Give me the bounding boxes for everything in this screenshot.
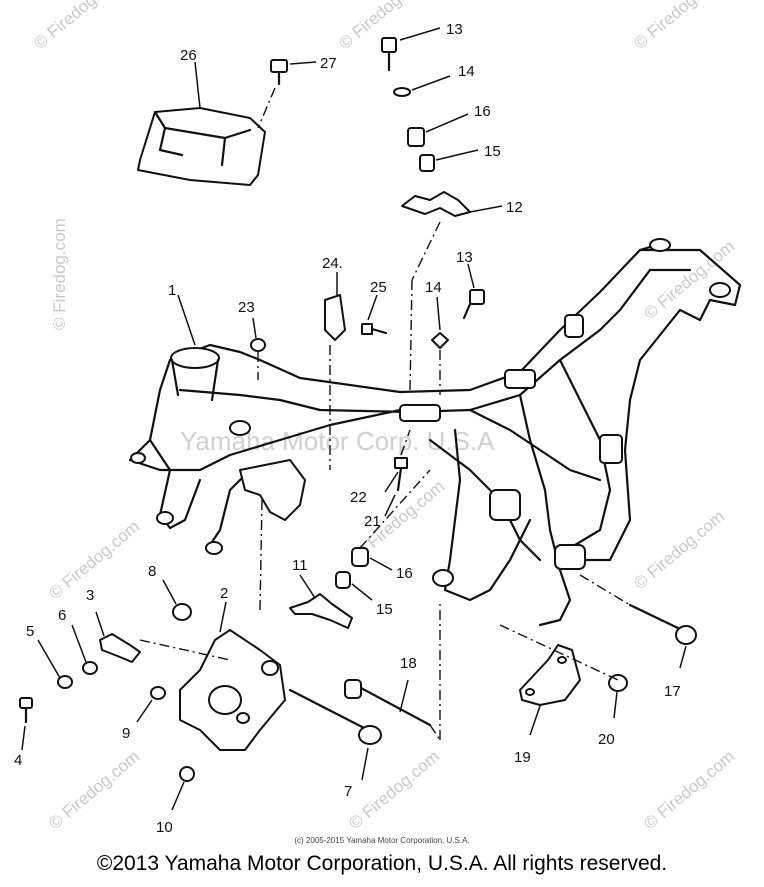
callout-23: 23: [238, 299, 255, 316]
callout-25: 25: [370, 279, 387, 296]
bolt-parts-23-13-14: [250, 263, 485, 395]
callout-4: 4: [14, 752, 22, 769]
callout-24: 24.: [322, 255, 343, 272]
cover-part-26: [137, 61, 266, 186]
copyright-small: (c) 2005-2015 Yamaha Motor Corporation, …: [294, 836, 470, 845]
watermark-top-left: © Firedog.com: [30, 0, 128, 53]
callout-16a: 16: [474, 103, 491, 120]
leader-part-1: [177, 294, 196, 346]
callout-15b: 15: [376, 601, 393, 618]
bracket-part-2: [139, 601, 286, 751]
bolt-part-18: [344, 600, 441, 741]
callout-labels: 1 2 3 4 5 6 7 8 9 10 11 12 13 13 14 14 1…: [14, 21, 681, 836]
callout-11: 11: [292, 557, 308, 574]
watermark-bottom-left: © Firedog.com: [45, 747, 143, 833]
callout-13a: 13: [446, 21, 463, 38]
small-parts-3-4-5-6: [19, 611, 141, 751]
watermark-bottom-mid: © Firedog.com: [345, 747, 443, 833]
bolt-part-27: [257, 59, 317, 129]
callout-21: 21: [364, 513, 381, 530]
callout-1: 1: [168, 282, 176, 299]
callout-22: 22: [350, 489, 367, 506]
callout-19: 19: [514, 749, 531, 766]
watermark-right-low: © Firedog.com: [630, 507, 728, 593]
bolt-part-7: [259, 499, 382, 781]
copyright-main: ©2013 Yamaha Motor Corporation, U.S.A. A…: [96, 852, 668, 875]
watermark-group: Yamaha Motor Corp. U.S.A © Firedog.com ©…: [30, 0, 738, 833]
callout-15a: 15: [484, 143, 501, 160]
callout-14b: 14: [425, 279, 442, 296]
callout-20: 20: [598, 731, 615, 748]
callout-16b: 16: [396, 565, 413, 582]
callout-8: 8: [148, 563, 156, 580]
bracket-part-24: [324, 272, 388, 470]
callout-3: 3: [86, 587, 94, 604]
callout-17: 17: [664, 683, 681, 700]
callout-26: 26: [180, 47, 197, 64]
callout-13b: 13: [456, 249, 473, 266]
plate-part-19: [499, 624, 628, 736]
bracket-part-11: [289, 574, 353, 629]
callout-6: 6: [58, 607, 66, 624]
callout-9: 9: [122, 725, 130, 742]
callout-10: 10: [156, 819, 173, 836]
watermark-side: © Firedog.com: [50, 218, 69, 330]
callout-12: 12: [506, 199, 523, 216]
callout-14a: 14: [458, 63, 475, 80]
small-parts-8-9-10: [136, 579, 195, 811]
callout-7: 7: [344, 783, 352, 800]
callout-5: 5: [26, 623, 34, 640]
watermark-bottom-right: © Firedog.com: [640, 747, 738, 833]
watermark-top-right: © Firedog.com: [630, 0, 728, 53]
watermark-center: Yamaha Motor Corp. U.S.A: [180, 426, 495, 456]
callout-18: 18: [400, 655, 417, 672]
callout-27: 27: [320, 55, 337, 72]
bolt-part-17: [579, 574, 697, 669]
bolt-parts-21-22: [384, 429, 411, 517]
callout-2: 2: [220, 585, 228, 602]
bushing-parts-15-16: [335, 469, 431, 601]
top-stack-parts: [381, 27, 503, 391]
